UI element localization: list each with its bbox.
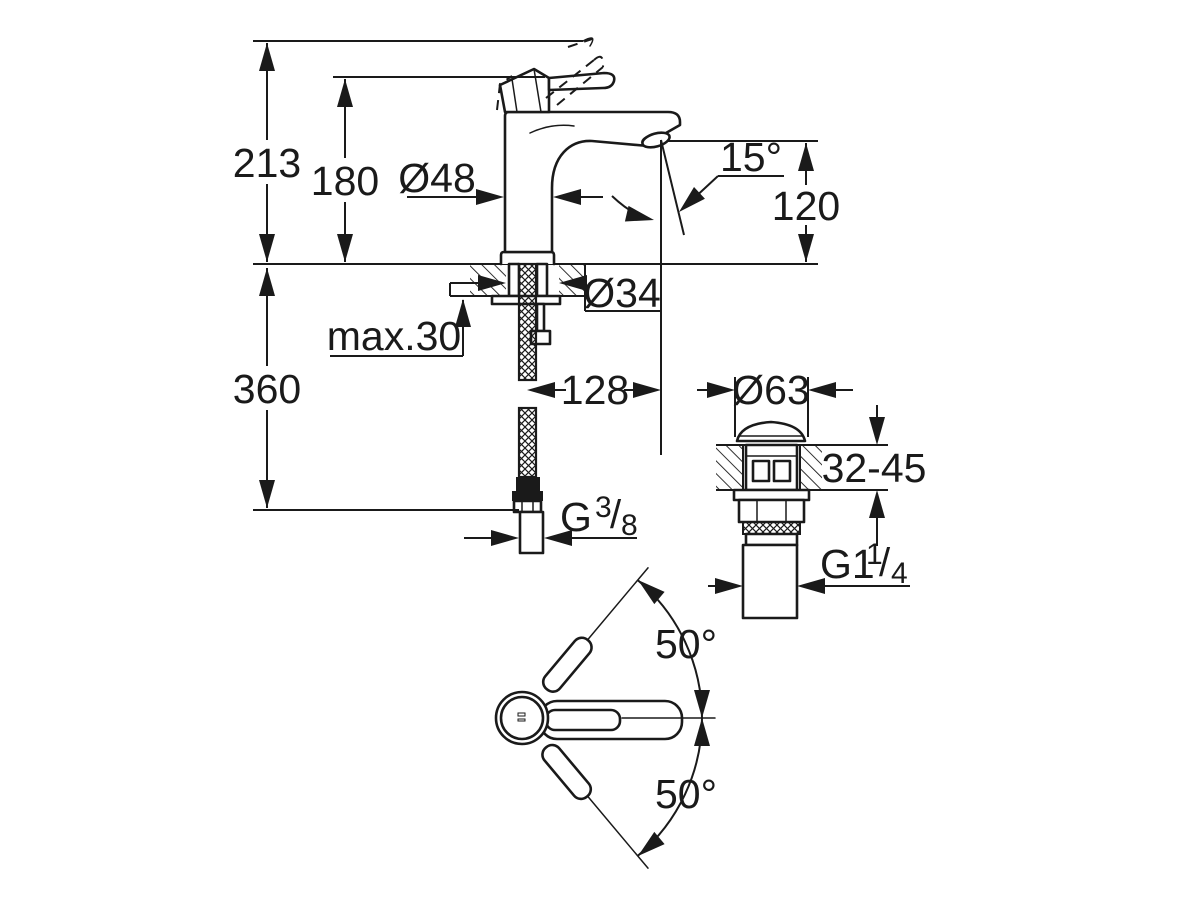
label-supply-thread-num: 3 [595, 491, 612, 524]
label-waste-thread-den: 4 [891, 557, 908, 590]
dim-hose-length: 360 [233, 268, 301, 508]
dim-lever-height: 180 [311, 79, 379, 262]
label-mounting-hole: Ø34 [583, 270, 661, 316]
mounting-stud [535, 302, 546, 333]
waste-knurl-band [742, 521, 801, 535]
basin-hatch-left [716, 446, 743, 489]
lever-base [498, 67, 551, 114]
plan-body-inner [499, 695, 545, 741]
dim-spout-reach: 128 [527, 367, 661, 413]
waste-flange-washer [732, 488, 811, 502]
faucet-side-view [253, 37, 818, 555]
label-waste-flange: Ø63 [732, 367, 810, 413]
label-hose-length: 360 [233, 366, 301, 412]
lever-raised-dashed [496, 38, 605, 111]
dim-basin-thickness: 32-45 [822, 405, 927, 546]
label-swivel-lower: 50° [655, 771, 717, 817]
plan-lever-inner [544, 708, 622, 732]
label-lever-height: 180 [311, 158, 379, 204]
hose-thread-tail [518, 510, 545, 555]
dimensions: 213 180 360 120 [233, 40, 927, 817]
label-spout-height: 120 [772, 183, 840, 229]
basin-hatch-right [800, 446, 822, 489]
label-swivel-upper: 50° [655, 621, 717, 667]
stream-angle-line [660, 139, 685, 236]
faucet-plan-view [494, 567, 716, 869]
label-overall-height: 213 [233, 140, 301, 186]
body-contour-line [529, 124, 575, 134]
waste-tailpipe [741, 543, 799, 620]
shank-wall-right [535, 262, 549, 298]
label-waste-thread-base: G1 [820, 541, 875, 587]
lever-position-lower [541, 743, 649, 869]
waste-window-left [751, 459, 771, 483]
lever-base-facet-2 [511, 78, 518, 113]
dim-stream-angle: 15° [611, 134, 784, 455]
label-supply-thread-base: G [560, 494, 592, 540]
aerator-detail [641, 136, 647, 147]
supply-hose [512, 262, 545, 555]
raised-lever-tip [582, 37, 594, 47]
hose-fitting-collar [512, 491, 543, 501]
dim-mounting-hole: Ø34 [449, 270, 661, 316]
shank-wall-left [507, 262, 521, 298]
dim-spout-height: 120 [772, 143, 840, 262]
dim-waste-flange: Ø63 [697, 367, 853, 437]
dim-overall-height: 213 [233, 43, 301, 262]
label-supply-thread-slash: / [610, 493, 622, 537]
dim-body-diameter: Ø48 [398, 155, 603, 205]
label-body-diameter: Ø48 [398, 155, 476, 201]
dim-waste-thread: G1 1 / 4 [708, 538, 910, 594]
label-supply-thread-den: 8 [621, 509, 638, 542]
waste-cap [735, 420, 807, 443]
lever-blade [547, 71, 616, 92]
grohe-logo-mark [517, 712, 526, 722]
waste-window-right [772, 459, 792, 483]
hose-braid-lower [517, 406, 538, 479]
waste-fitting-side-view [716, 420, 888, 620]
dim-max-thickness: max.30 [327, 299, 471, 359]
hose-fitting [516, 477, 540, 491]
lever-position-upper [541, 567, 649, 693]
hose-braid-upper [517, 262, 538, 382]
waste-hex-nut [737, 498, 806, 524]
waste-collar [744, 532, 799, 547]
label-stream-angle: 15° [720, 134, 782, 180]
label-max-thickness: max.30 [327, 313, 461, 359]
dim-supply-thread: G 3 / 8 [464, 491, 638, 546]
faucet-base [499, 250, 556, 266]
label-basin-thickness: 32-45 [822, 445, 927, 491]
label-waste-thread-num: 1 [866, 538, 883, 571]
label-waste-thread-slash: / [879, 541, 891, 585]
label-spout-reach: 128 [561, 367, 629, 413]
